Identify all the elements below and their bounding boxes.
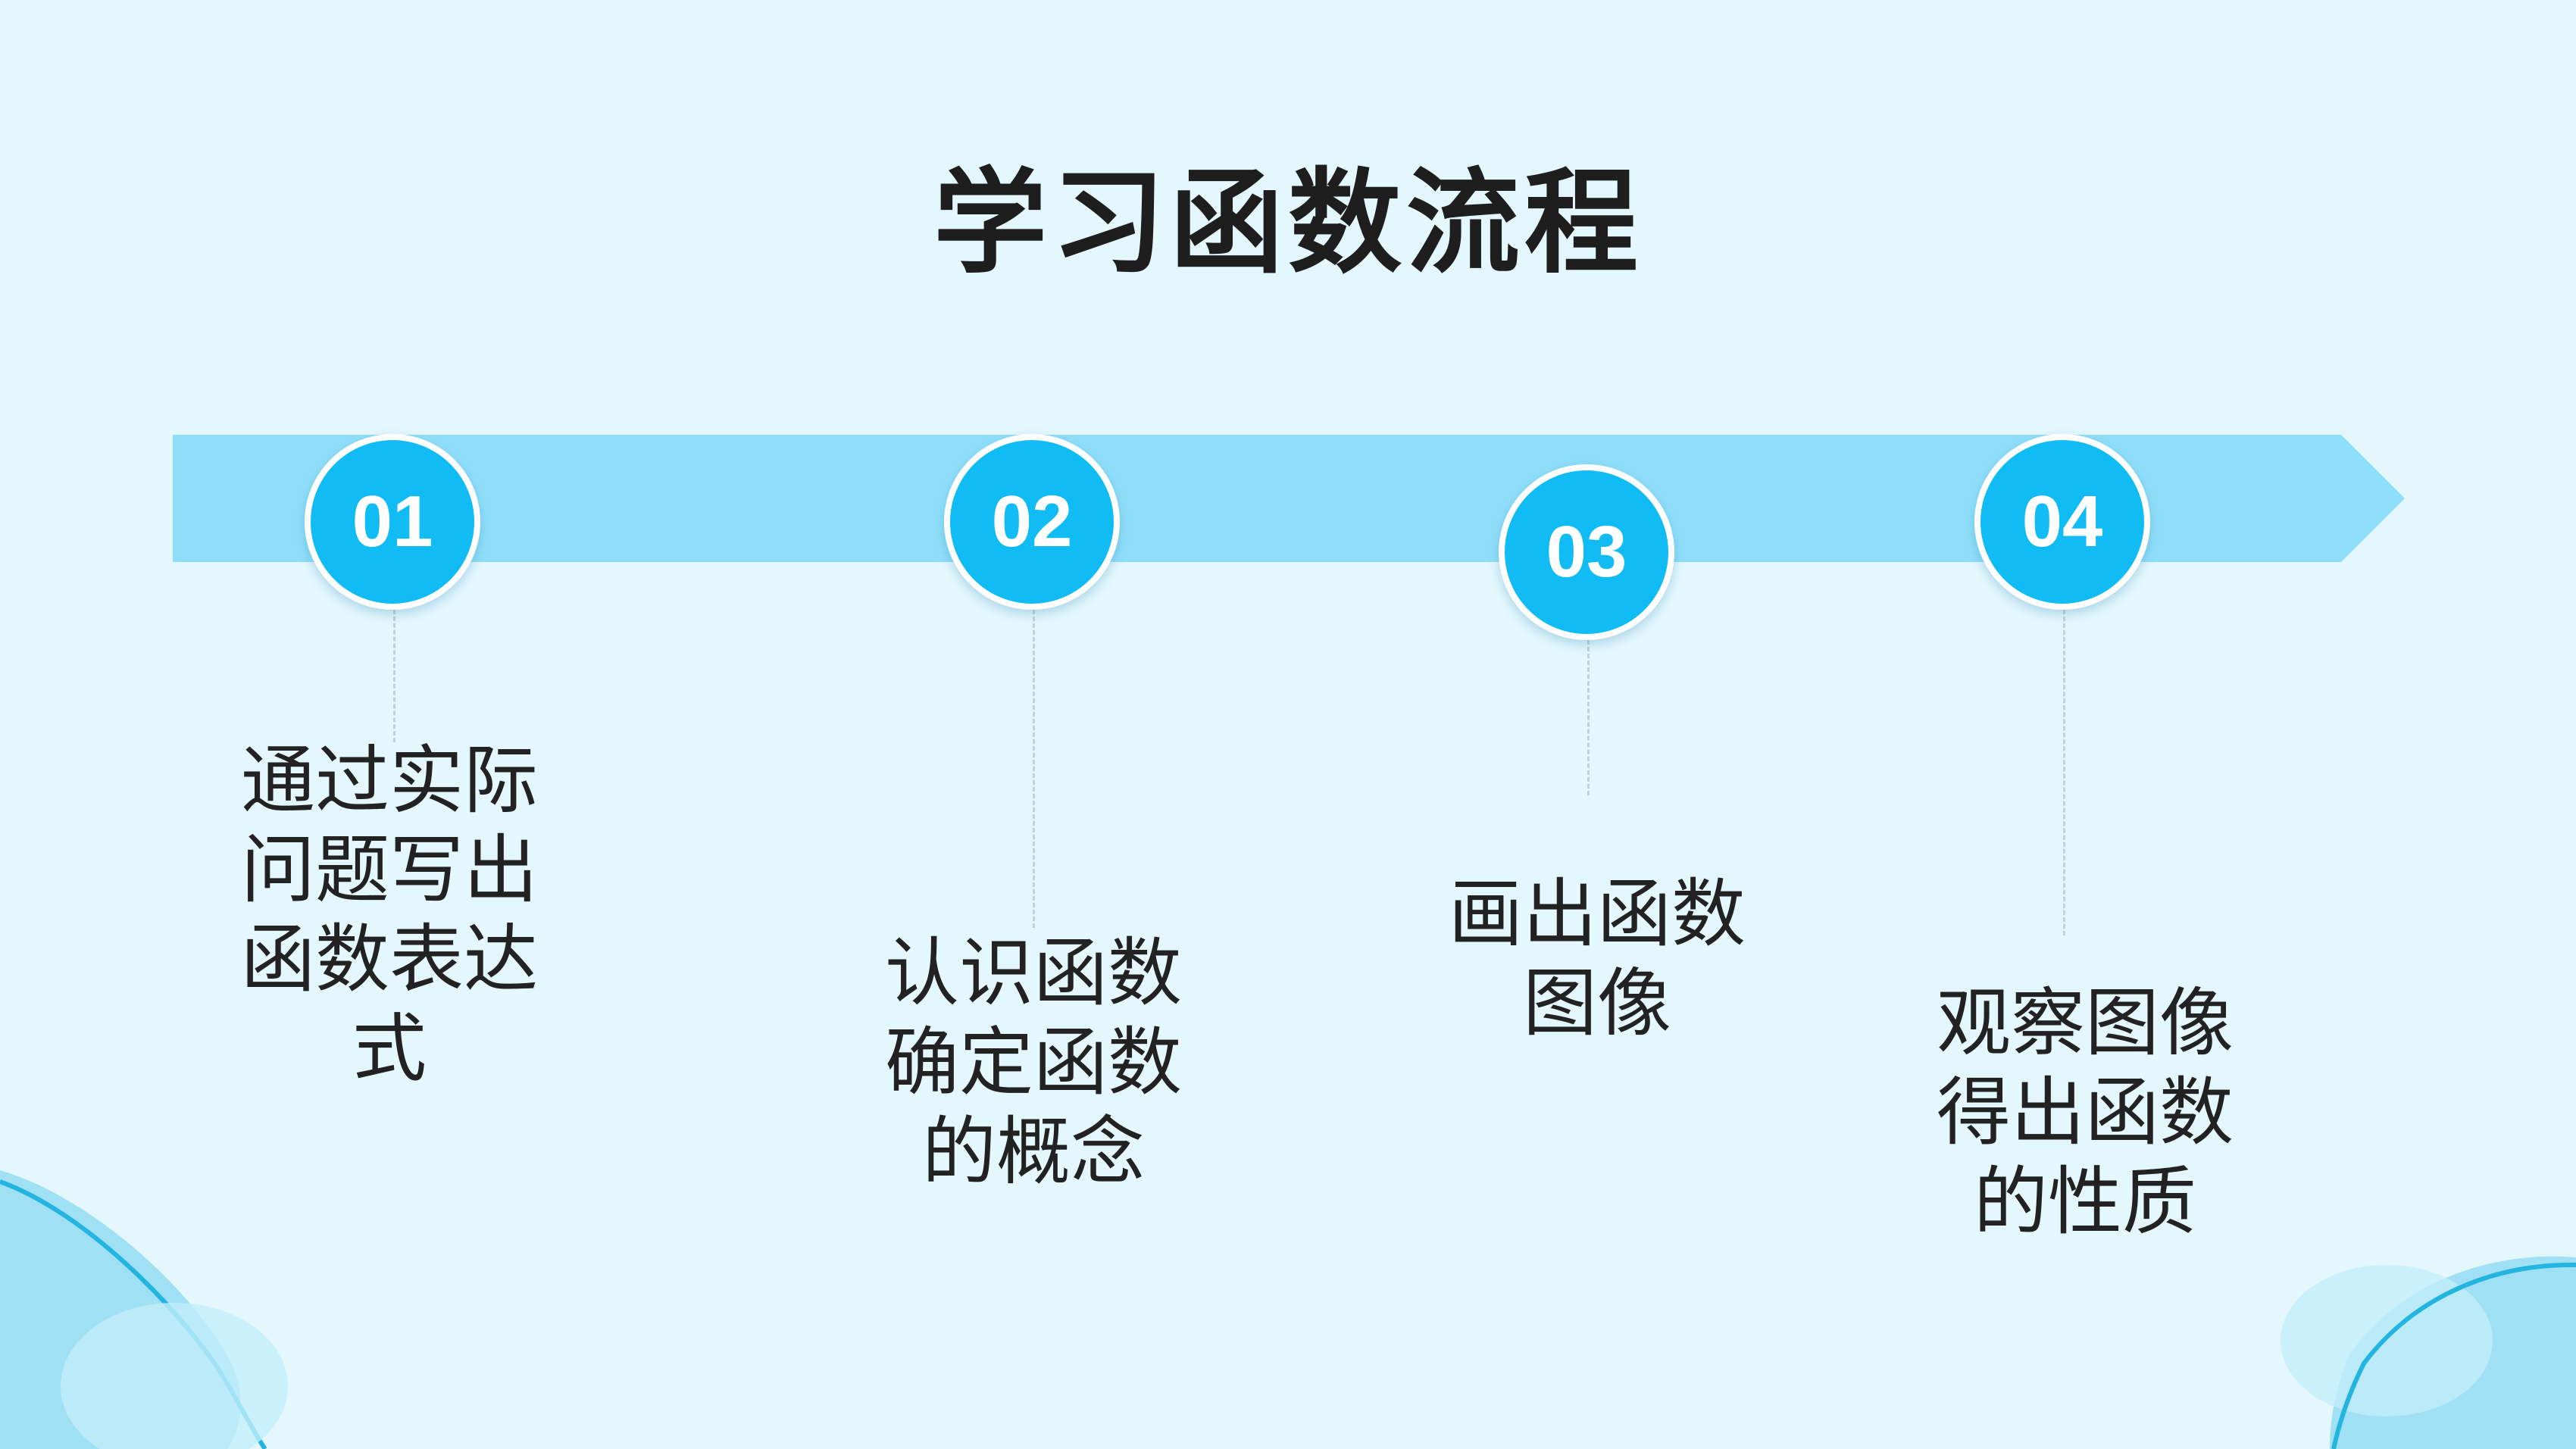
step-3-number: 03 [1546, 511, 1627, 592]
page-title: 学习函数流程 [933, 158, 1643, 289]
step-4-text: 观察图像得出函数的性质 [1936, 980, 2234, 1245]
step-4-number: 04 [2021, 481, 2103, 562]
step-1-circle: 01 [305, 434, 480, 610]
step-1-connector [393, 610, 395, 742]
step-4-circle: 04 [1974, 434, 2150, 610]
step-3-circle: 03 [1499, 464, 1674, 640]
step-2-circle: 02 [944, 434, 1120, 610]
step-3-text: 画出函数图像 [1448, 871, 1746, 1047]
step-2-number: 02 [991, 481, 1073, 562]
step-2-text: 认识函数确定函数的概念 [884, 930, 1182, 1195]
step-2-connector [1033, 610, 1035, 928]
step-1-number: 01 [352, 481, 433, 562]
step-4-connector [2063, 610, 2065, 935]
step-1-text: 通过实际问题写出函数表达式 [240, 738, 538, 1092]
step-3-connector [1587, 640, 1590, 795]
